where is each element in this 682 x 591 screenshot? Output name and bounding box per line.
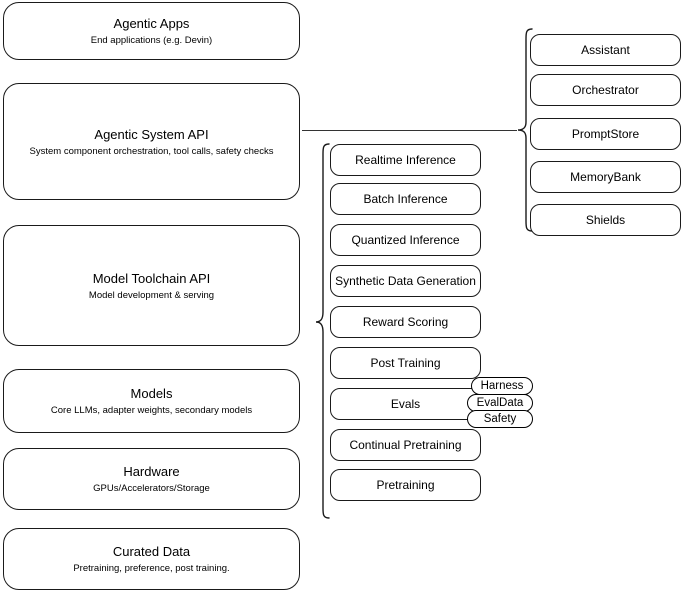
system-component-box-promptstore[interactable]: PromptStore (530, 118, 681, 150)
connector-system-api-to-components (302, 129, 517, 131)
eval-pill-label-harness: Harness (480, 380, 524, 392)
system-component-box-memorybank[interactable]: MemoryBank (530, 161, 681, 193)
layer-text-agentic-system-api: Agentic System API System component orch… (30, 126, 274, 158)
capability-label-evals: Evals (390, 397, 421, 411)
layer-subtitle-hardware: GPUs/Accelerators/Storage (93, 483, 210, 494)
layer-box-models[interactable]: Models Core LLMs, adapter weights, secon… (3, 369, 300, 433)
layer-subtitle-curated-data: Pretraining, preference, post training. (73, 563, 230, 574)
eval-pill-evaldata[interactable]: EvalData (467, 394, 533, 412)
layer-box-curated-data[interactable]: Curated Data Pretraining, preference, po… (3, 528, 300, 590)
brace-toolchain (306, 140, 330, 522)
layer-subtitle-agentic-apps: End applications (e.g. Devin) (90, 35, 213, 46)
capability-box-evals[interactable]: Evals (330, 388, 481, 420)
capability-label-realtime-inference: Realtime Inference (355, 153, 456, 167)
layer-title-agentic-apps: Agentic Apps (113, 16, 190, 31)
system-component-box-orchestrator[interactable]: Orchestrator (530, 74, 681, 106)
system-component-box-shields[interactable]: Shields (530, 204, 681, 236)
capability-box-pretraining[interactable]: Pretraining (330, 469, 481, 501)
system-component-label-orchestrator: Orchestrator (572, 83, 639, 97)
layer-title-model-toolchain-api: Model Toolchain API (92, 270, 211, 286)
system-component-label-promptstore: PromptStore (571, 127, 640, 141)
layer-box-model-toolchain-api[interactable]: Model Toolchain API Model development & … (3, 225, 300, 346)
layer-box-agentic-system-api[interactable]: Agentic System API System component orch… (3, 83, 300, 200)
layer-subtitle-models: Core LLMs, adapter weights, secondary mo… (50, 405, 253, 416)
layer-title-models: Models (130, 386, 173, 401)
capability-label-batch-inference: Batch Inference (363, 192, 448, 206)
layer-box-agentic-apps[interactable]: Agentic Apps End applications (e.g. Devi… (3, 2, 300, 60)
capability-box-realtime-inference[interactable]: Realtime Inference (330, 144, 481, 176)
layer-subtitle-model-toolchain-api: Model development & serving (88, 289, 215, 301)
eval-pill-label-safety: Safety (483, 413, 517, 425)
capability-label-pretraining: Pretraining (376, 478, 435, 492)
capability-label-reward-scoring: Reward Scoring (362, 315, 449, 329)
layer-title-curated-data: Curated Data (112, 544, 191, 559)
system-component-label-shields: Shields (585, 213, 626, 227)
capability-box-continual-pretraining[interactable]: Continual Pretraining (330, 429, 481, 461)
capability-label-quantized-inference: Quantized Inference (351, 233, 460, 247)
layer-title-hardware: Hardware (123, 464, 180, 479)
layer-text-model-toolchain-api: Model Toolchain API Model development & … (89, 270, 214, 302)
layer-title-agentic-system-api: Agentic System API (94, 126, 209, 142)
capability-label-synthetic-data-generation: Synthetic Data Generation (335, 274, 476, 288)
layer-text-curated-data: Curated Data Pretraining, preference, po… (73, 543, 229, 575)
eval-pill-safety[interactable]: Safety (467, 410, 533, 428)
layer-subtitle-agentic-system-api: System component orchestration, tool cal… (29, 145, 274, 157)
capability-label-post-training: Post Training (370, 356, 441, 370)
capability-box-quantized-inference[interactable]: Quantized Inference (330, 224, 481, 256)
eval-pill-harness[interactable]: Harness (471, 377, 533, 395)
layer-text-hardware: Hardware GPUs/Accelerators/Storage (93, 463, 210, 495)
system-component-label-memorybank: MemoryBank (570, 170, 641, 184)
eval-pill-label-evaldata: EvalData (476, 397, 524, 409)
capability-box-batch-inference[interactable]: Batch Inference (330, 183, 481, 215)
capability-box-post-training[interactable]: Post Training (330, 347, 481, 379)
layer-text-models: Models Core LLMs, adapter weights, secon… (51, 385, 252, 417)
layer-box-hardware[interactable]: Hardware GPUs/Accelerators/Storage (3, 448, 300, 510)
capability-label-continual-pretraining: Continual Pretraining (349, 438, 462, 452)
capability-box-reward-scoring[interactable]: Reward Scoring (330, 306, 481, 338)
capability-box-synthetic-data-generation[interactable]: Synthetic Data Generation (330, 265, 481, 297)
system-component-label-assistant: Assistant (581, 43, 630, 57)
system-component-box-assistant[interactable]: Assistant (530, 34, 681, 66)
layer-text-agentic-apps: Agentic Apps End applications (e.g. Devi… (91, 15, 212, 47)
